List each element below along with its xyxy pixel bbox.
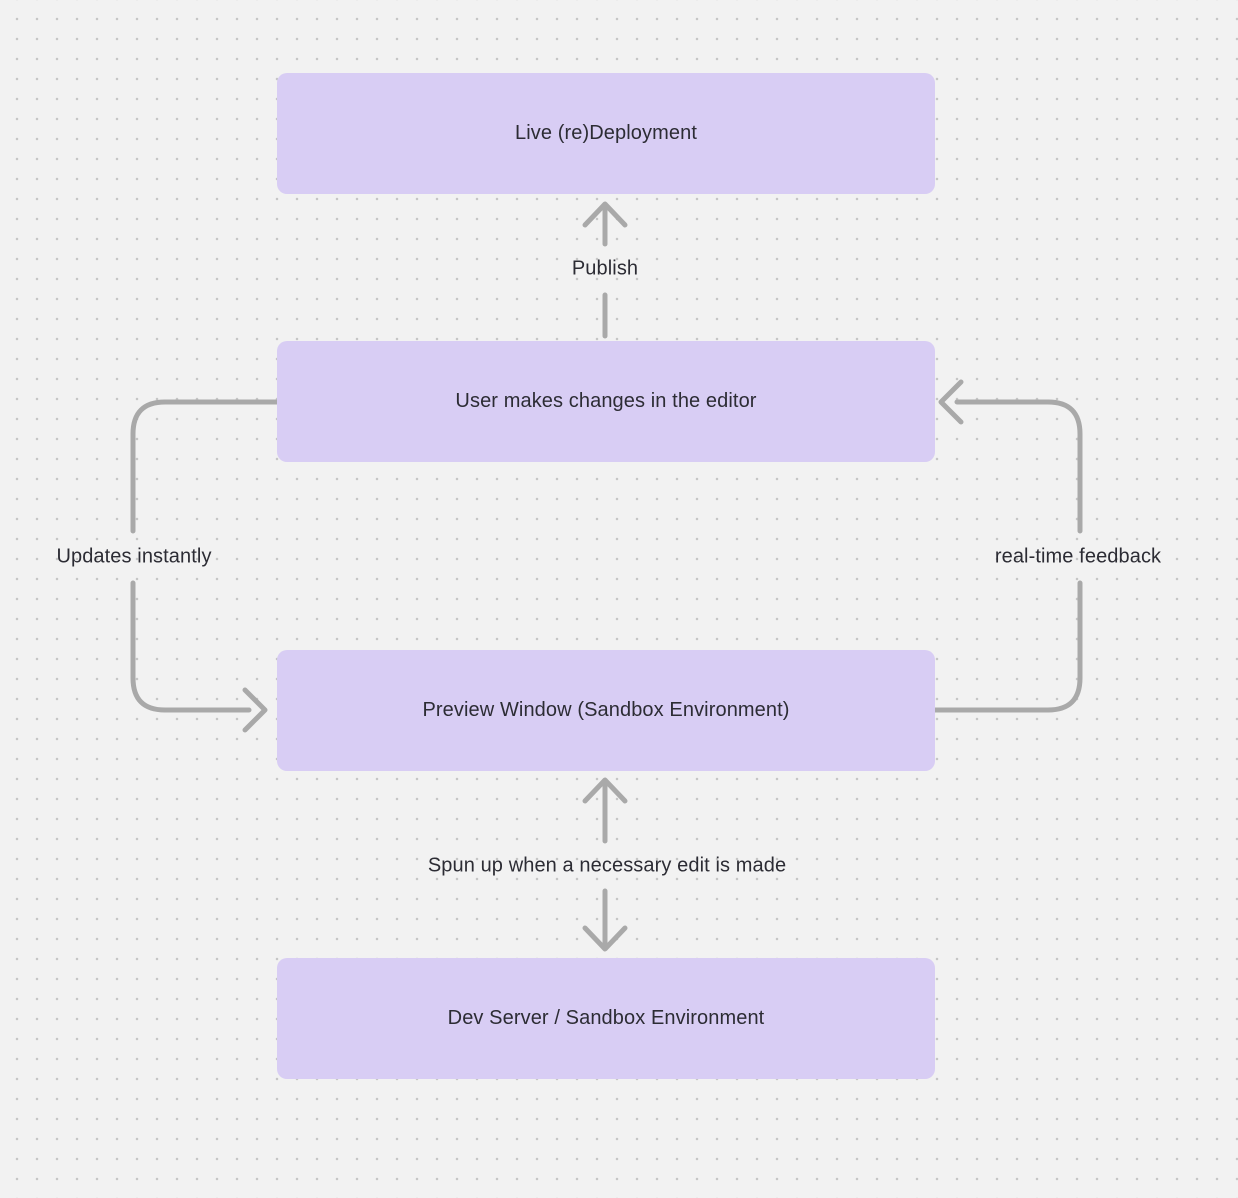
edge-label-publish: Publish — [571, 257, 639, 280]
node-user-editor-changes: User makes changes in the editor — [277, 341, 935, 462]
edge-label-updates-instantly: Updates instantly — [56, 545, 212, 568]
spun-up-arrowhead-down-icon — [582, 925, 628, 952]
edge-label-spun-up: Spun up when a necessary edit is made — [427, 854, 787, 877]
realtime-feedback-arrow-upper — [954, 399, 1083, 534]
updates-instantly-arrowhead-right-icon — [242, 687, 268, 733]
node-user-editor-changes-label: User makes changes in the editor — [455, 390, 757, 412]
node-live-redeployment: Live (re)Deployment — [277, 73, 935, 194]
publish-arrowhead-up-icon — [582, 201, 628, 228]
realtime-feedback-arrow-lower — [932, 580, 1083, 713]
spun-up-arrowhead-up-icon — [582, 777, 628, 804]
realtime-feedback-arrowhead-left-icon — [938, 379, 964, 425]
node-dev-server-label: Dev Server / Sandbox Environment — [447, 1007, 765, 1029]
node-dev-server: Dev Server / Sandbox Environment — [277, 958, 935, 1079]
updates-instantly-arrow-lower — [130, 580, 252, 713]
updates-instantly-arrow-upper — [130, 399, 280, 534]
node-preview-window: Preview Window (Sandbox Environment) — [277, 650, 935, 771]
node-preview-window-label: Preview Window (Sandbox Environment) — [422, 699, 790, 721]
node-live-redeployment-label: Live (re)Deployment — [515, 122, 697, 144]
edge-label-real-time-feedback: real-time feedback — [994, 545, 1162, 568]
